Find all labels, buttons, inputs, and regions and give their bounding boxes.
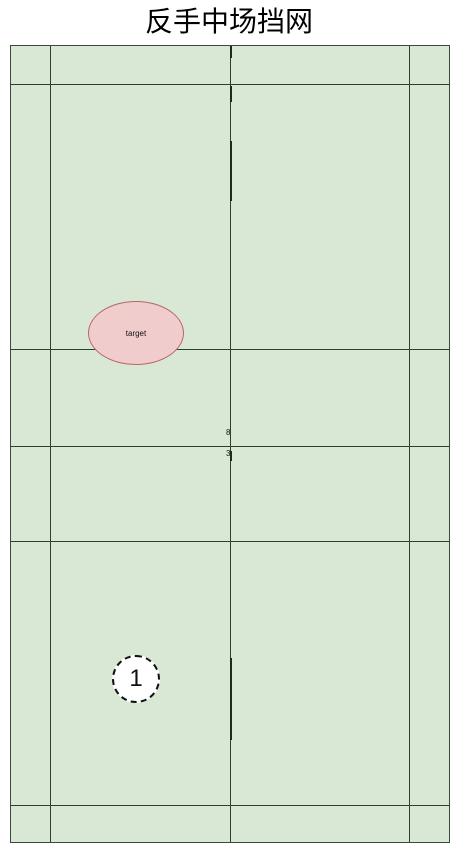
right-sideline — [409, 46, 410, 842]
target-ellipse: target — [88, 301, 184, 365]
center-mark-top-1 — [230, 46, 232, 58]
diagram-title: 反手中场挡网 — [144, 5, 313, 38]
center-mark-net — [230, 451, 232, 461]
badminton-court — [10, 45, 450, 843]
center-mark-upper — [230, 141, 232, 201]
net-number-bottom: 3 — [226, 449, 231, 458]
player-number: 1 — [129, 665, 143, 692]
center-mark-lower — [230, 658, 232, 740]
left-sideline — [50, 46, 51, 842]
target-label: target — [125, 328, 147, 338]
player-marker: 1 — [112, 655, 160, 703]
net-number-top: 8 — [226, 428, 231, 437]
center-line — [230, 46, 231, 842]
center-mark-top-2 — [230, 86, 232, 102]
